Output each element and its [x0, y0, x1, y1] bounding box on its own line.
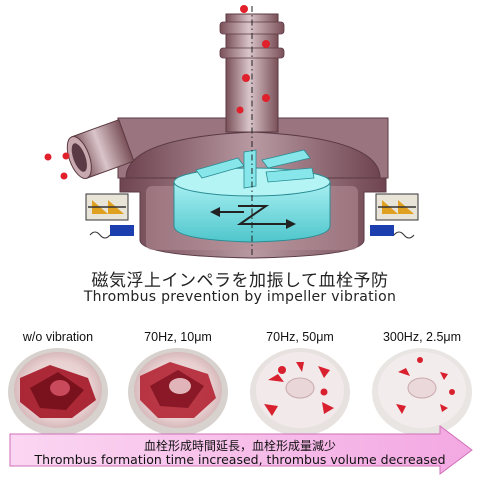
caption-japanese: 磁気浮上インペラを加振して血栓予防: [91, 271, 389, 291]
sample-label-4: 300Hz, 2.5μm: [382, 330, 462, 344]
sample-photo-3: [250, 348, 350, 436]
sample-label-1: w/o vibration: [22, 330, 94, 344]
result-text-japanese: 血栓形成時間延長，血栓形成量減少: [143, 439, 336, 453]
result-text-english: Thrombus formation time increased, throm…: [34, 452, 446, 467]
caption-english: Thrombus prevention by impeller vibratio…: [83, 289, 397, 305]
sample-label-3: 70Hz, 50μm: [266, 330, 334, 344]
result-arrow: [9, 425, 473, 475]
sample-photo-1: [8, 348, 108, 436]
blood-particles: [44, 5, 270, 180]
sample-photo-4: [372, 348, 472, 436]
sample-label-2: 70Hz, 10μm: [144, 330, 212, 344]
sample-photo-2: [128, 348, 228, 436]
bearing-coils: [85, 193, 419, 239]
